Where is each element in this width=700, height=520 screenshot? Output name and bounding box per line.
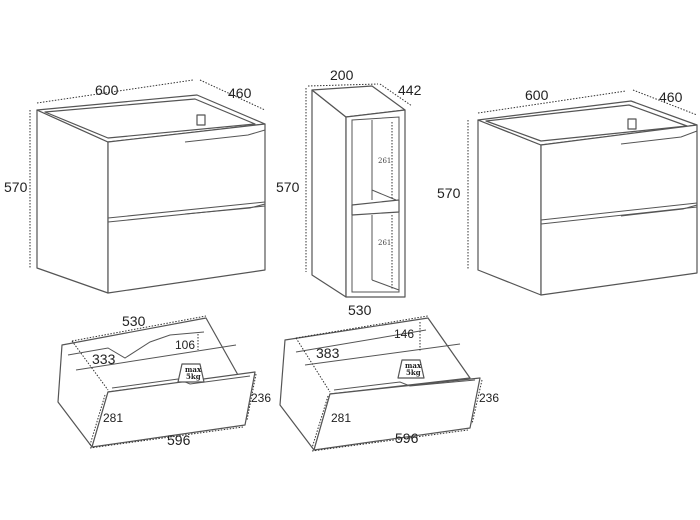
drawer-top-inner-width: 530 <box>122 313 146 329</box>
cabinet-left-width: 600 <box>95 82 119 98</box>
drawer-bottom-inner-height: 146 <box>394 327 414 341</box>
drawer-bottom-front-height: 236 <box>479 391 499 405</box>
drawer-top-inner-depth: 333 <box>92 351 116 367</box>
shelf-gap-top: 261 <box>378 157 391 165</box>
shelf-unit-depth: 442 <box>398 82 422 98</box>
drawer-bottom-side-height: 281 <box>331 411 351 425</box>
drawer-bottom-max-load: max <box>405 361 422 370</box>
drawer-bottom-front-width: 596 <box>395 430 419 446</box>
drawer-top-front-width: 596 <box>167 432 191 448</box>
drawer-top: 530 333 106 max 5kg 236 281 596 <box>57 313 271 449</box>
cabinet-right-depth: 460 <box>659 89 683 105</box>
shelf-unit-height: 570 <box>276 179 300 195</box>
drawer-top-side-height: 281 <box>103 411 123 425</box>
drawer-top-max-load: max <box>185 365 202 374</box>
drawer-bottom: 530 383 146 max 5kg 236 281 596 <box>279 302 499 452</box>
drawer-bottom-inner-depth: 383 <box>316 345 340 361</box>
drawer-top-cutout-depth: 106 <box>175 338 195 352</box>
cabinet-left-height: 570 <box>4 179 28 195</box>
drawer-bottom-inner-width: 530 <box>348 302 372 318</box>
cabinet-right: 600 460 570 <box>437 87 698 296</box>
cabinet-left: 600 460 570 <box>4 79 266 294</box>
shelf-gap-bottom: 261 <box>378 239 391 247</box>
drawer-top-max-load-value: 5kg <box>186 372 201 381</box>
drawer-bottom-max-load-value: 5kg <box>406 368 421 377</box>
shelf-unit: 200 442 570 261 261 <box>276 67 422 298</box>
shelf-unit-width: 200 <box>330 67 354 83</box>
cabinet-right-height: 570 <box>437 185 461 201</box>
drawer-top-front-height: 236 <box>251 391 271 405</box>
cabinet-left-depth: 460 <box>228 85 252 101</box>
cabinet-right-width: 600 <box>525 87 549 103</box>
